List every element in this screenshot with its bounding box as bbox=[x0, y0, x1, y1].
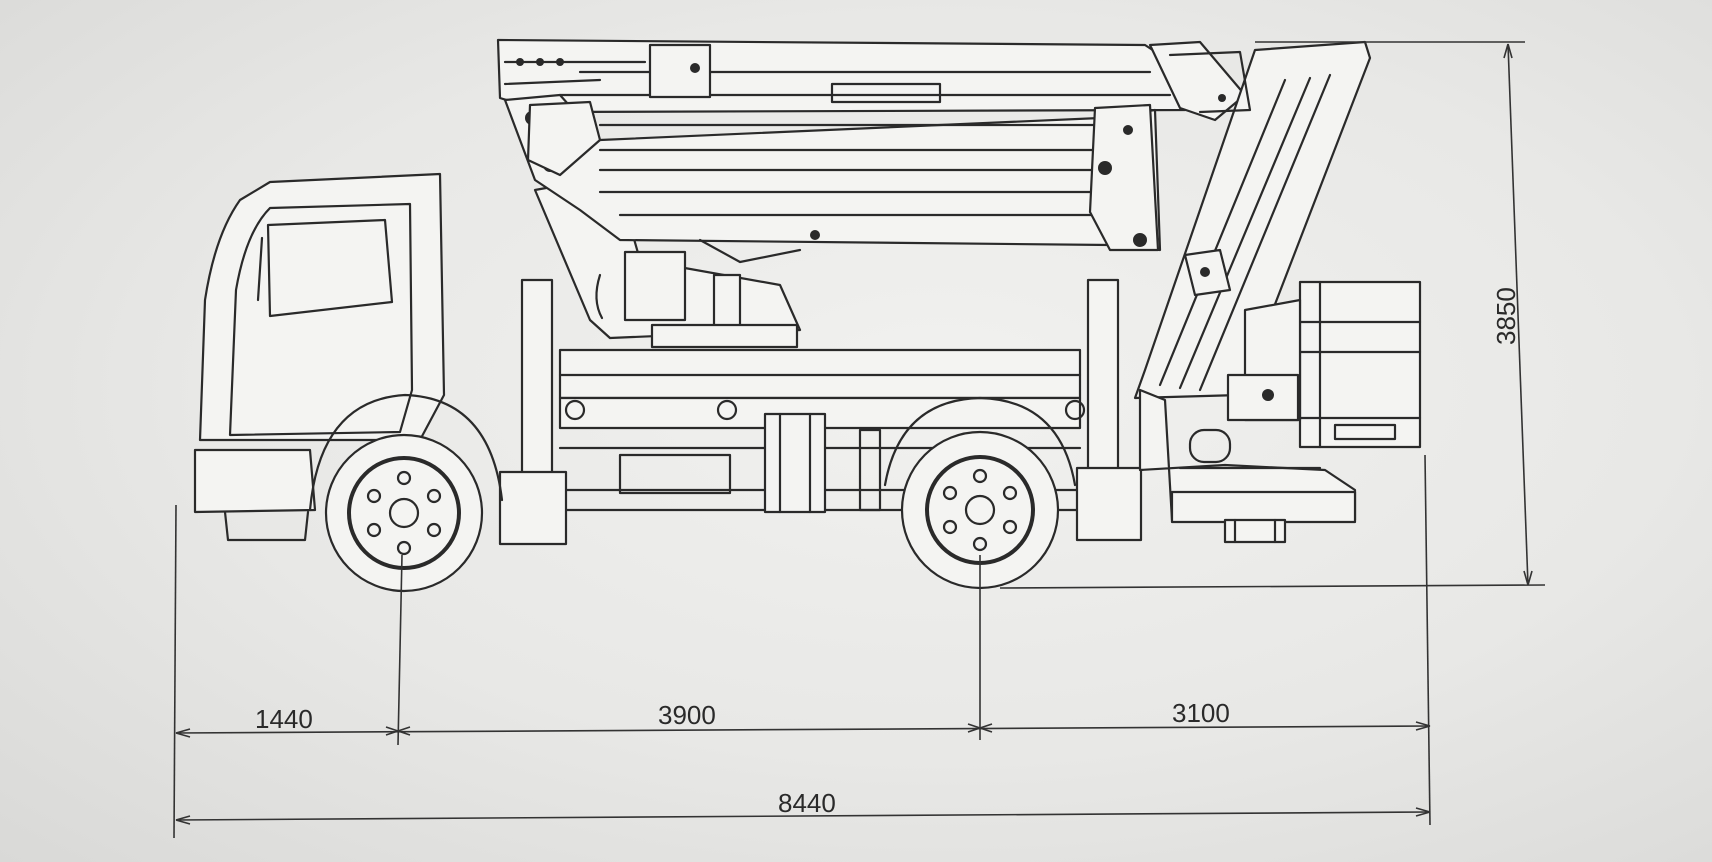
dim-overall-length: 8440 bbox=[778, 788, 836, 818]
cab bbox=[193, 172, 446, 542]
dim-front-overhang: 1440 bbox=[255, 704, 313, 734]
tow-hitch bbox=[1223, 518, 1287, 544]
cab-window bbox=[266, 218, 394, 318]
chassis bbox=[558, 348, 1086, 514]
rear-wheel bbox=[883, 396, 1077, 590]
dimension-lines bbox=[173, 41, 1546, 839]
front-wheel bbox=[308, 393, 504, 593]
middle-boom bbox=[503, 93, 1162, 264]
front-outrigger-foot bbox=[498, 470, 568, 546]
dim-overall-height: 3850 bbox=[1491, 287, 1521, 345]
platform-basket bbox=[1226, 280, 1422, 449]
upper-boom bbox=[496, 38, 1247, 122]
jib-arm bbox=[1133, 40, 1372, 400]
dim-wheelbase: 3900 bbox=[658, 700, 716, 730]
rear-outrigger-foot bbox=[1075, 466, 1143, 542]
outriggers bbox=[498, 278, 1143, 546]
rear-body bbox=[1138, 388, 1357, 544]
dim-rear-overhang: 3100 bbox=[1172, 698, 1230, 728]
front-bumper bbox=[193, 448, 317, 514]
chassis-crossmember bbox=[763, 412, 827, 514]
